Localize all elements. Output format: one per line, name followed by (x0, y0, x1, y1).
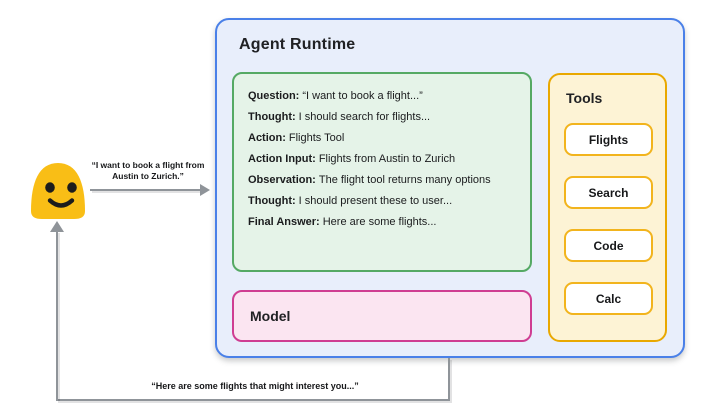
response-arrowhead-icon (50, 221, 64, 232)
emoji-smile (47, 198, 75, 208)
user-smiley-emoji-icon (31, 163, 85, 219)
tools-title: Tools (566, 90, 603, 106)
user-response-label: “Here are some flights that might intere… (151, 381, 359, 391)
emoji-right-eye (67, 182, 77, 193)
response-line-up (56, 231, 58, 399)
scratchpad-box: Question:“I want to book a flight...” Th… (232, 72, 532, 272)
scratchpad-line-question: Question:“I want to book a flight...” (248, 90, 423, 102)
response-line-horizontal (56, 399, 450, 401)
tool-button-calc: Calc (564, 282, 653, 315)
scratchpad-line-final-answer: Final Answer:Here are some flights... (248, 216, 437, 228)
agent-runtime-panel: Agent Runtime Question:“I want to book a… (215, 18, 685, 358)
tool-button-flights: Flights (564, 123, 653, 156)
scratchpad-line-thought-2: Thought:I should present these to user..… (248, 195, 453, 207)
scratchpad-line-action-input: Action Input:Flights from Austin to Zuri… (248, 153, 456, 165)
response-line-down (448, 358, 450, 399)
tool-button-search: Search (564, 176, 653, 209)
agent-runtime-title: Agent Runtime (239, 36, 356, 53)
request-arrowhead-icon (200, 184, 210, 196)
model-label: Model (250, 308, 291, 324)
emoji-left-eye (45, 182, 55, 193)
tool-button-code: Code (564, 229, 653, 262)
user-request-label: “I want to book a flight from Austin to … (91, 160, 205, 181)
scratchpad-line-observation: Observation:The flight tool returns many… (248, 174, 491, 186)
request-arrow-line (90, 189, 202, 191)
emoji-blob-shape (31, 163, 85, 219)
tools-panel: Tools Flights Search Code Calc (548, 73, 667, 342)
model-box: Model (232, 290, 532, 342)
scratchpad-line-action: Action:Flights Tool (248, 132, 345, 144)
scratchpad-line-thought-1: Thought:I should search for flights... (248, 111, 431, 123)
